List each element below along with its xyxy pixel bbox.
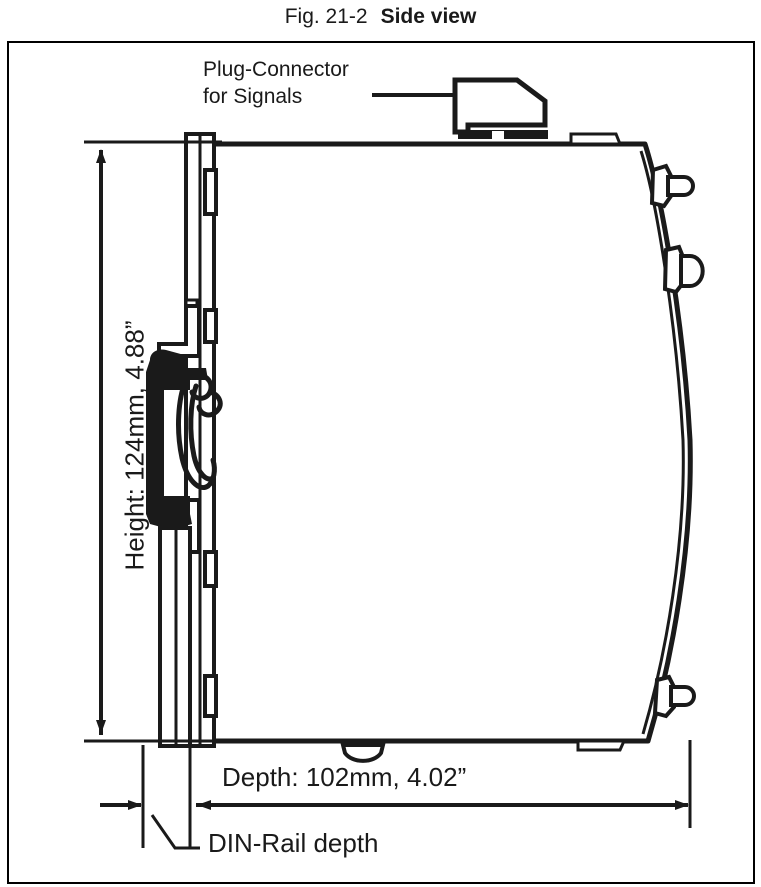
figure-title: Side view (380, 5, 477, 28)
plug-connector-label-line1: Plug-Connector (203, 58, 349, 81)
figure-number: Fig. 21-2 (284, 5, 368, 28)
height-dimension-label: Height: 124mm, 4.88” (119, 320, 150, 571)
depth-dimension-label: Depth: 102mm, 4.02” (222, 762, 467, 792)
figure-caption: Fig. 21-2 Side view (0, 2, 761, 32)
plug-connector-label-line2: for Signals (203, 85, 303, 108)
din-rail-depth-label: DIN-Rail depth (208, 828, 379, 858)
plug-connector-label: Plug-Connector for Signals (203, 56, 433, 110)
